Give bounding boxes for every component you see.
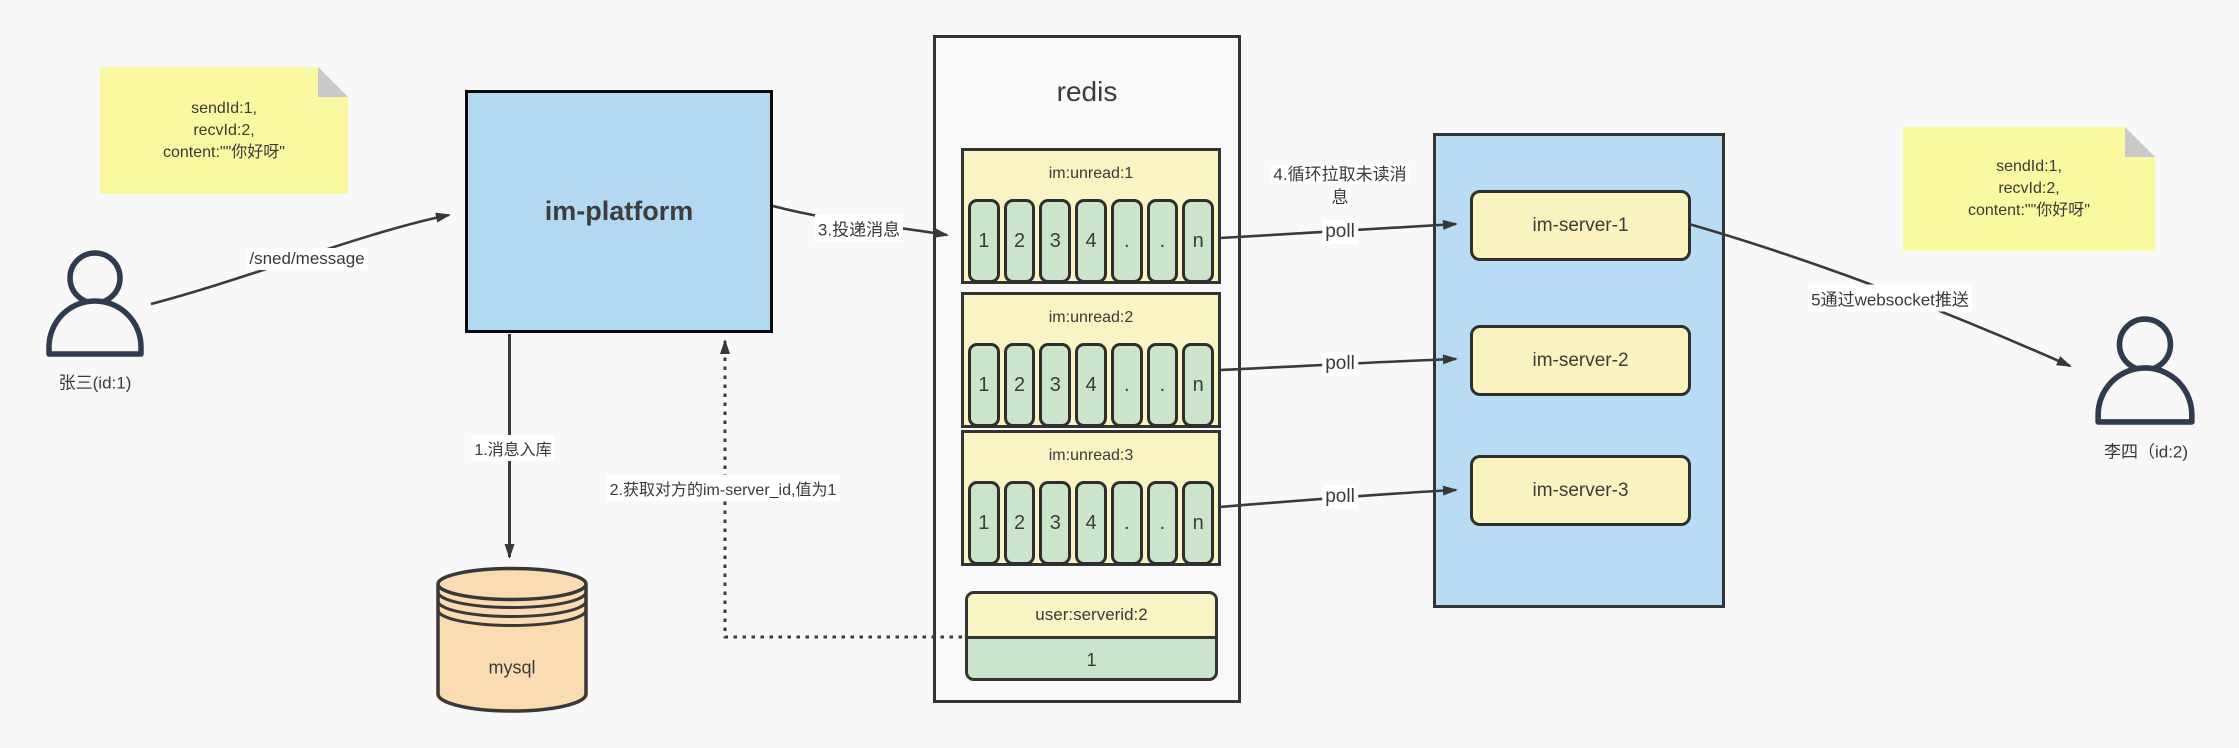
queue-cell: .: [1146, 343, 1179, 427]
queue-cell: 2: [1003, 343, 1036, 427]
queue-cell: .: [1146, 199, 1179, 283]
sender-label: 张三(id:1): [58, 373, 132, 393]
edge-label-poll-2: poll: [1322, 352, 1358, 376]
person-icon-receiver: [2095, 316, 2195, 425]
person-head: [2116, 316, 2174, 373]
queue-cell: n: [1182, 481, 1215, 565]
mysql-label: mysql: [488, 657, 536, 678]
queue-cells: 1 2 3 4 . . n: [968, 343, 1215, 427]
mysql-cylinder-icon: [436, 566, 588, 713]
queue-title: im:unread:3: [1048, 447, 1134, 464]
queue-title: im:unread:2: [1048, 309, 1134, 326]
note-line: recvId:2,: [193, 121, 255, 139]
im-platform-label: im-platform: [544, 196, 694, 226]
queue-cell: .: [1110, 481, 1143, 565]
queue-cell: 4: [1075, 481, 1107, 565]
cylinder-ring: [436, 609, 588, 627]
queue-cell: 4: [1075, 343, 1107, 427]
edge-label-poll-1: poll: [1322, 220, 1358, 244]
im-platform-box: im-platform: [465, 90, 773, 333]
queue-cell: n: [1182, 199, 1215, 283]
receiver-label: 李四（id:2): [2103, 442, 2189, 462]
queue-cell: .: [1110, 199, 1143, 283]
edge-label-get-server-id: 2.获取对方的im-server_id,值为1: [606, 475, 840, 501]
note-line: content:""你好呀": [163, 143, 285, 161]
note-line: sendId:1,: [1996, 158, 2062, 175]
im-server-1-label: im-server-1: [1532, 214, 1629, 236]
queue-cell: .: [1110, 343, 1143, 427]
queue-im-unread-1: im:unread:1 1 2 3 4 . . n: [961, 148, 1221, 284]
queue-im-unread-3: im:unread:3 1 2 3 4 . . n: [961, 430, 1221, 566]
im-server-1-box: im-server-1: [1470, 190, 1691, 261]
queue-cell: .: [1146, 481, 1179, 565]
person-body: [2095, 365, 2195, 425]
queue-cell: n: [1182, 343, 1215, 427]
queue-cell: 1: [968, 481, 1000, 565]
queue-cell: 2: [1003, 199, 1036, 283]
queue-title: im:unread:1: [1048, 165, 1134, 182]
person-icon-sender: [46, 250, 144, 357]
queue-cell: 3: [1039, 199, 1072, 283]
im-server-3-label: im-server-3: [1532, 479, 1629, 501]
note-line: recvId:2,: [1998, 180, 2060, 197]
cylinder-ring: [436, 591, 588, 609]
im-server-2-box: im-server-2: [1470, 325, 1691, 396]
person-body: [46, 298, 144, 357]
edge-label-websocket-push: 5通过websocket推送: [1808, 284, 1972, 312]
edge-label-deliver-message: 3.投递消息: [814, 214, 904, 242]
queue-cells: 1 2 3 4 . . n: [968, 481, 1215, 565]
im-server-cluster: im-server-1 im-server-2 im-server-3: [1433, 133, 1725, 608]
queue-cells: 1 2 3 4 . . n: [968, 199, 1215, 283]
sticky-note-right: sendId:1, recvId:2, content:""你好呀": [1903, 127, 2155, 251]
edge-label-poll-loop: 4.循环拉取未读消 息: [1271, 165, 1409, 207]
im-server-3-box: im-server-3: [1470, 455, 1691, 526]
user-serverid-title: user:serverid:2: [968, 594, 1215, 639]
queue-cell: 4: [1075, 199, 1107, 283]
edge-label-store-message: 1.消息入库: [471, 435, 555, 461]
note-line: content:""你好呀": [1968, 202, 2090, 219]
queue-cell: 1: [968, 199, 1000, 283]
user-serverid-box: user:serverid:2 1: [965, 591, 1218, 681]
cylinder-top: [436, 566, 588, 602]
cylinder-ring: [436, 600, 588, 618]
person-head: [67, 250, 123, 306]
user-serverid-value: 1: [1086, 649, 1097, 670]
queue-cell: 3: [1039, 481, 1072, 565]
sticky-note-left: sendId:1, recvId:2, content:""你好呀": [100, 67, 348, 194]
edge-label-poll-3: poll: [1322, 485, 1358, 509]
queue-cell: 3: [1039, 343, 1072, 427]
queue-cell: 2: [1003, 481, 1036, 565]
note-line: sendId:1,: [191, 99, 257, 117]
queue-im-unread-2: im:unread:2 1 2 3 4 . . n: [961, 292, 1221, 428]
redis-title: redis: [1056, 76, 1118, 107]
queue-cell: 1: [968, 343, 1000, 427]
redis-container: redis im:unread:1 1 2 3 4 . . n im:unrea…: [933, 35, 1241, 703]
im-server-2-label: im-server-2: [1532, 349, 1629, 371]
edge-label-send-message: /sned/message: [246, 248, 368, 270]
